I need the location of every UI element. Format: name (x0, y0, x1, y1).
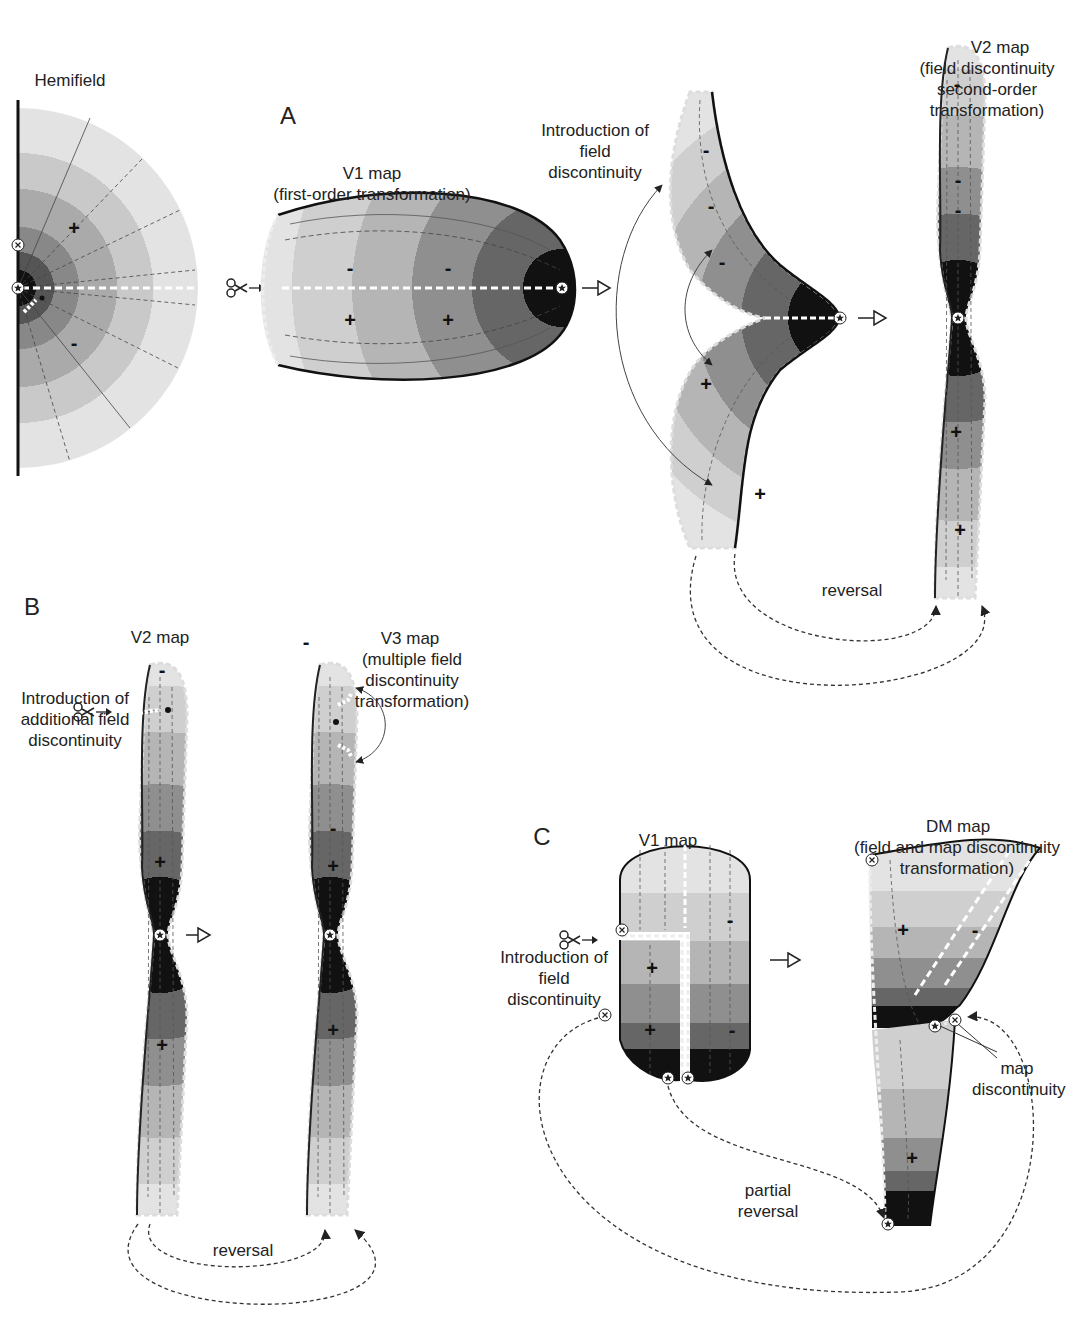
map-title: V2 map (940, 37, 1060, 58)
sign: + (893, 920, 913, 940)
sign: + (696, 374, 716, 394)
map-subtitle: (field and map discontinuity transformat… (852, 837, 1062, 879)
sign: - (340, 258, 360, 278)
panel-letter: A (273, 103, 303, 129)
sign: - (438, 258, 458, 278)
panel-letter: B (17, 594, 47, 620)
map-subtitle: (multiple field discontinuity transforma… (352, 649, 472, 712)
map-title: V1 map (302, 163, 442, 184)
sign: + (323, 1020, 343, 1040)
sign: + (902, 1148, 922, 1168)
map-title: V1 map (618, 830, 718, 851)
sign: - (888, 1000, 908, 1020)
sign: + (340, 310, 360, 330)
arrow-label: reversal (193, 1240, 293, 1261)
sign: - (948, 170, 968, 190)
sign: + (640, 1020, 660, 1040)
map-title: V3 map (360, 628, 460, 649)
annotation: Introduction of additional field discont… (10, 688, 140, 751)
map-title: DM map (903, 816, 1013, 837)
arrow-label: reversal (802, 580, 902, 601)
annotation: Introduction of field discontinuity (539, 120, 651, 183)
arrow-label: partial reversal (728, 1180, 808, 1222)
panel-letter: C (527, 824, 557, 850)
sign: - (948, 200, 968, 220)
sign: + (750, 484, 770, 504)
panel-title: Hemifield (10, 70, 130, 91)
map-subtitle: (first-order transformation) (252, 184, 492, 205)
sign: - (152, 660, 172, 680)
sign: - (965, 920, 985, 940)
sign: + (323, 856, 343, 876)
sign: - (701, 196, 721, 216)
annotation: Introduction of field discontinuity (494, 947, 614, 1010)
sign: - (712, 252, 732, 272)
sign: + (438, 310, 458, 330)
sign: + (152, 1035, 172, 1055)
sign: - (722, 1020, 742, 1040)
sign: + (950, 520, 970, 540)
sign: + (946, 422, 966, 442)
sign: + (642, 958, 662, 978)
map-title: V2 map (105, 627, 215, 648)
annotation: map discontinuity (972, 1058, 1062, 1100)
sign: - (64, 333, 84, 353)
sign: + (150, 852, 170, 872)
sign: - (296, 632, 316, 652)
sign: + (64, 218, 84, 238)
map-subtitle: (field discontinuity second-order transf… (912, 58, 1062, 121)
sign: - (696, 140, 716, 160)
sign: - (947, 74, 967, 94)
sign: - (323, 818, 343, 838)
sign: - (720, 910, 740, 930)
